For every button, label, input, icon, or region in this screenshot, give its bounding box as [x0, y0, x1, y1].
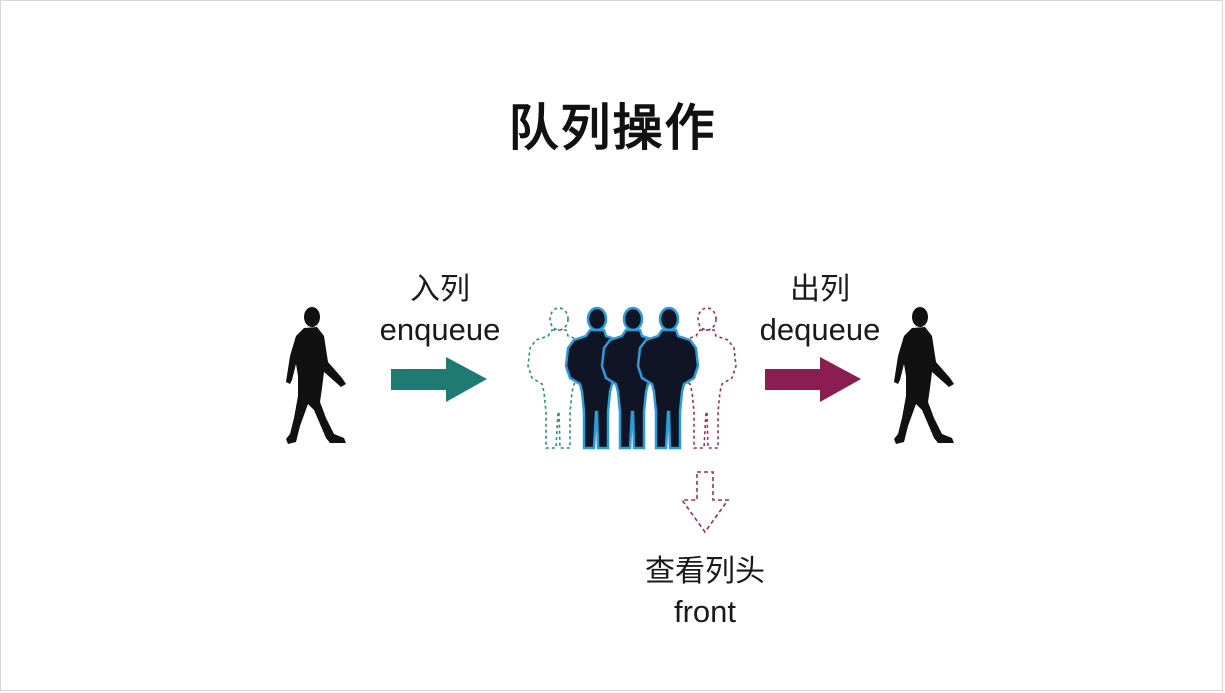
arrow-down-icon: [680, 471, 730, 534]
front-label-en: front: [673, 594, 737, 629]
walking-person-icon: [286, 307, 346, 444]
enqueue-label-en: enqueue: [379, 312, 501, 347]
standing-person-icon: [636, 306, 700, 450]
arrow-right-icon: [765, 357, 861, 402]
enqueue-label-cn: 入列: [410, 272, 470, 307]
dequeue-label-en: dequeue: [759, 312, 881, 347]
enqueue-arrow-icon: [391, 357, 487, 402]
arrow-right-icon: [391, 357, 487, 402]
dequeue-label: 出列 dequeue: [740, 270, 900, 350]
front-label-cn: 查看列头: [645, 554, 765, 589]
front-label: 查看列头 front: [615, 552, 795, 632]
dequeue-label-cn: 出列: [790, 272, 850, 307]
walking-person-icon: [894, 307, 954, 444]
dequeue-arrow-icon: [765, 357, 861, 402]
queue-group: [527, 306, 737, 450]
page-title: 队列操作: [508, 99, 717, 157]
enqueue-label: 入列 enqueue: [360, 270, 520, 350]
